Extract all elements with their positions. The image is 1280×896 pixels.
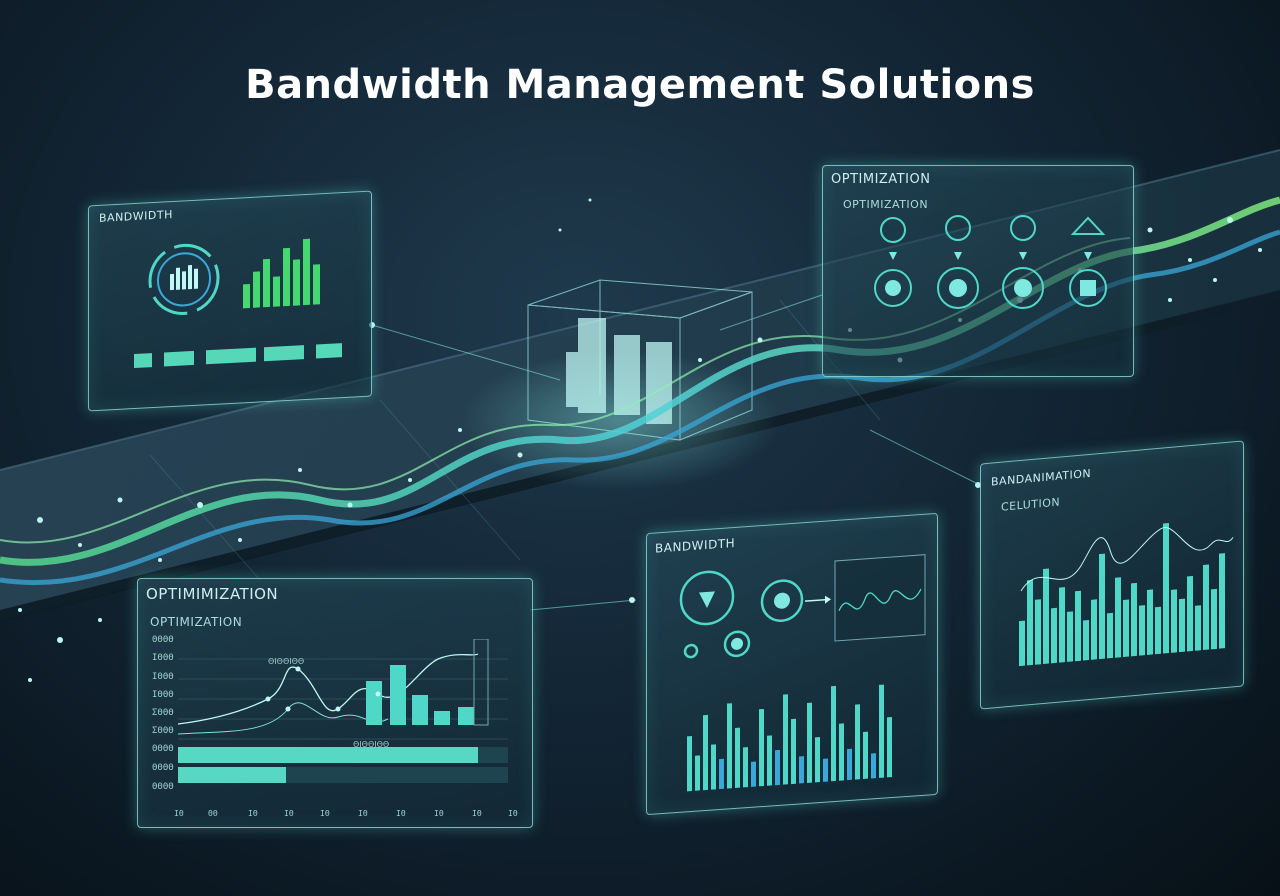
x-tick: ΙΘ (358, 809, 368, 818)
panel-sublabel: CELUTION (1001, 495, 1061, 514)
panel-label: OPTIMIZATION (831, 172, 931, 187)
optimization-flow (874, 215, 1107, 309)
x-tick: ΙΘ (284, 809, 294, 818)
y-tick: ΘΘΘΘ (152, 782, 174, 792)
optimization-chart: ΘΙΘΘΙΘΘ ΘΙΘΘΙΘΘ (178, 639, 508, 783)
bandwidth-panel-mid: BANDWIDTH (646, 512, 938, 816)
x-tick: ΙΘ (320, 809, 330, 818)
page-title: Bandwidth Management Solutions (245, 62, 1035, 108)
panel-label: BANDWIDTH (99, 207, 173, 225)
bandwidth-panel-right: BANDANIMATION CELUTION (980, 440, 1244, 710)
x-tick: ΙΘ (472, 809, 482, 818)
optimization-panel-top: OPTIMIZATION OPTIMIZATION (822, 165, 1134, 377)
y-tick: ΘΘΘΘ (152, 744, 174, 754)
x-tick: ΘΘ (208, 809, 218, 818)
y-tick: ΣΘΘΘ (152, 726, 174, 736)
bandwidth-barcode-strip (134, 343, 342, 369)
y-tick: ΘΘΘΘ (152, 763, 174, 773)
y-tick: ΙΘΘΘ (152, 672, 174, 682)
bandwidth-mid-bar-chart (687, 684, 892, 792)
y-tick: ΙΘΘΘ (152, 653, 174, 663)
x-tick: ΙΘ (434, 809, 444, 818)
y-tick: ΣΘΘΘ (152, 708, 174, 718)
panel-label: BANDWIDTH (655, 535, 736, 556)
bandwidth-bar-chart (243, 238, 320, 309)
panel-label: OPTIMIMIZATION (146, 585, 279, 603)
bandwidth-panel-top: BANDWIDTH (88, 190, 372, 412)
bandwidth-right-bar-chart (1019, 523, 1234, 667)
x-tick: ΙΘ (248, 809, 258, 818)
x-tick: ΙΘ (396, 809, 406, 818)
optimization-panel-bottom: OPTIMIMIZATION OPTIMIZATION ΘΘΘΘ ΙΘΘΘ ΙΘ… (137, 578, 533, 828)
annotation-top: ΘΙΘΘΙΘΘ (268, 657, 304, 666)
panel-sublabel: OPTIMIZATION (150, 615, 243, 629)
y-tick: ΘΘΘΘ (152, 635, 174, 645)
x-tick: ΙΘ (174, 809, 184, 818)
bar-gauge-icon (148, 243, 220, 315)
annotation-bottom: ΘΙΘΘΙΘΘ (353, 740, 389, 749)
panel-label: BANDANIMATION (991, 466, 1092, 489)
bandwidth-gauges (679, 554, 926, 659)
x-tick: ΙΘ (508, 809, 518, 818)
panel-sublabel: OPTIMIZATION (843, 198, 929, 211)
y-tick: ΙΘΘΘ (152, 690, 174, 700)
